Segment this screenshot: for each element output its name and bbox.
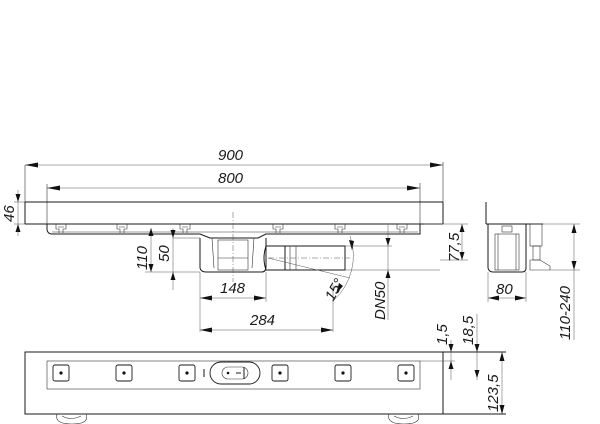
dim-overall-length: 900 (218, 147, 244, 164)
dim-front-height: 123,5 (485, 374, 502, 412)
dim-channel-length: 800 (218, 170, 244, 187)
dim-side-width: 80 (496, 281, 513, 298)
dim-frame-height: 46 (1, 205, 18, 222)
dim-pipe-size: DN50 (372, 281, 389, 320)
dim-outlet-width: 148 (220, 280, 246, 297)
end-view: 80 110-240 (485, 202, 580, 340)
adjustable-feet (56, 413, 419, 424)
drain-grate (203, 361, 261, 385)
dim-outlet-height: 50 (156, 245, 173, 262)
dim-outlet-reach: 284 (249, 312, 275, 329)
dim-drain-depth: 110 (134, 245, 151, 270)
fixing-points (52, 364, 415, 382)
side-section-view: 900 800 46 (1, 147, 468, 333)
dim-edge-offset: 1,5 (434, 323, 451, 345)
drain-body (199, 212, 351, 282)
dim-outlet-angle: 15° (322, 276, 348, 304)
dim-rim-height: 18,5 (460, 315, 477, 345)
front-elevation-view: 1,5 18,5 123,5 (24, 314, 506, 424)
support-clips (55, 224, 408, 233)
dim-adjustable-height: 110-240 (557, 285, 574, 340)
dim-side-depth: 77,5 (446, 232, 463, 262)
